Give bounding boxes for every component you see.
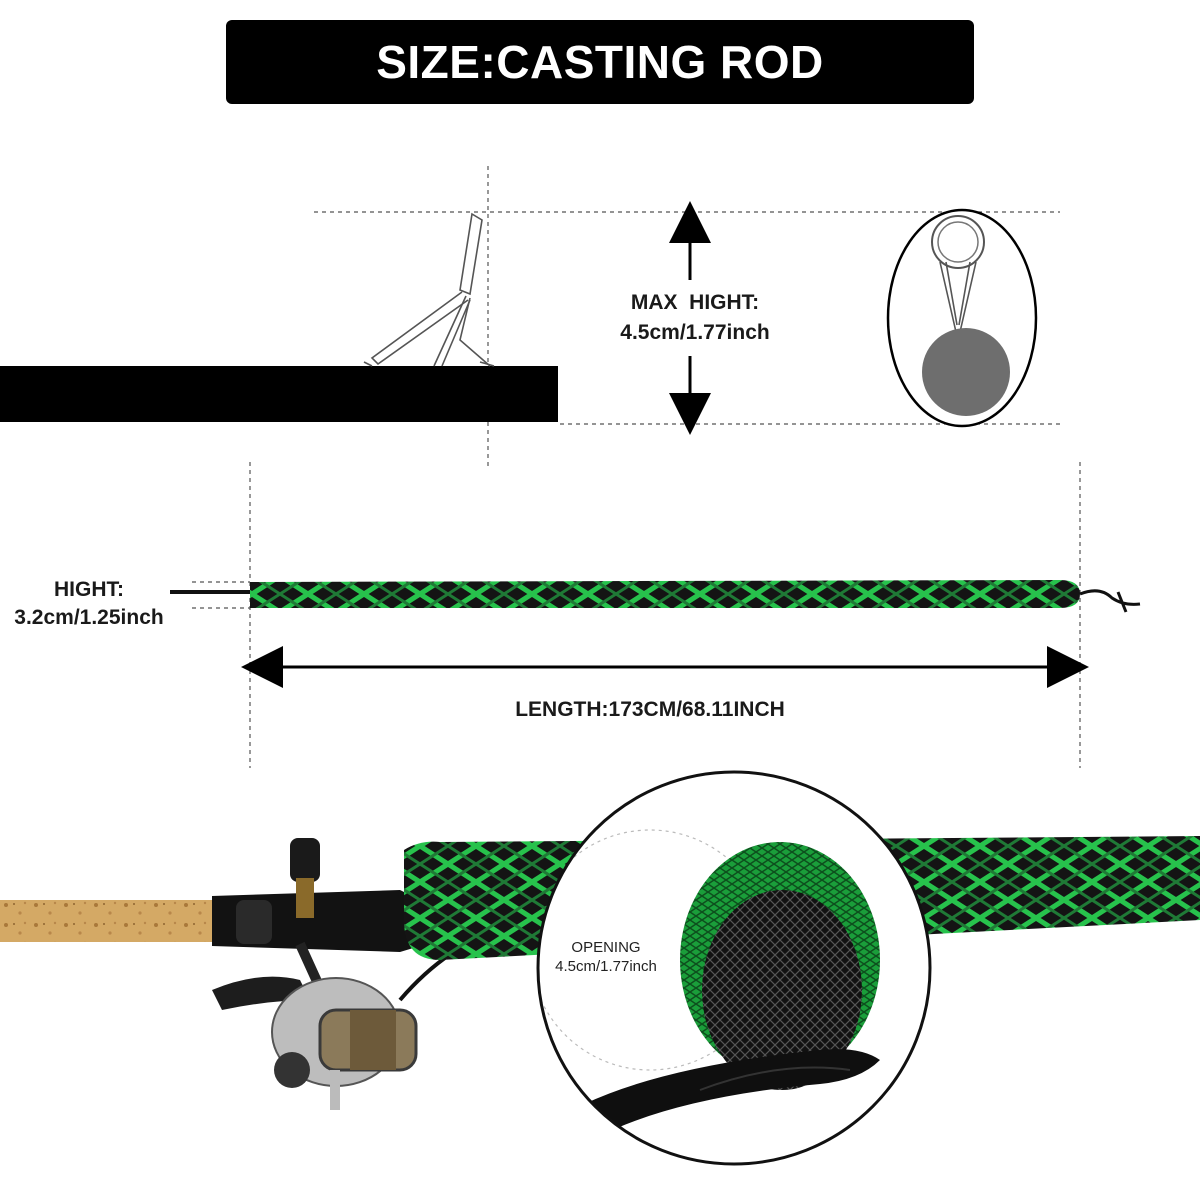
rod-blank-bar <box>0 366 558 422</box>
opening-value: 4.5cm/1.77inch <box>555 958 657 975</box>
page-title: SIZE:CASTING ROD <box>376 36 824 88</box>
spinning-reel-image <box>0 838 541 1110</box>
opening-title: OPENING <box>571 939 641 956</box>
dashed-guides <box>192 166 1081 768</box>
rod-sleeve-image <box>170 580 1141 613</box>
max-height-label: MAX HIGHT: 4.5cm/1.77inch <box>590 288 800 348</box>
height-label: HIGHT: 3.2cm/1.25inch <box>0 576 178 632</box>
guide-front-icon <box>886 208 1038 428</box>
rod-guide-icon <box>363 212 495 367</box>
height-title: HIGHT: <box>54 578 124 601</box>
height-value: 3.2cm/1.25inch <box>14 606 164 629</box>
title-banner: SIZE:CASTING ROD <box>226 20 974 104</box>
opening-label: OPENING 4.5cm/1.77inch <box>536 938 676 976</box>
cork-handle <box>0 900 214 942</box>
max-height-value: 4.5cm/1.77inch <box>620 321 770 344</box>
max-height-title: MAX HIGHT: <box>630 291 760 314</box>
length-label: LENGTH:173CM/68.11INCH <box>515 698 785 721</box>
sleeve-opening-zoom-image <box>536 770 932 1166</box>
